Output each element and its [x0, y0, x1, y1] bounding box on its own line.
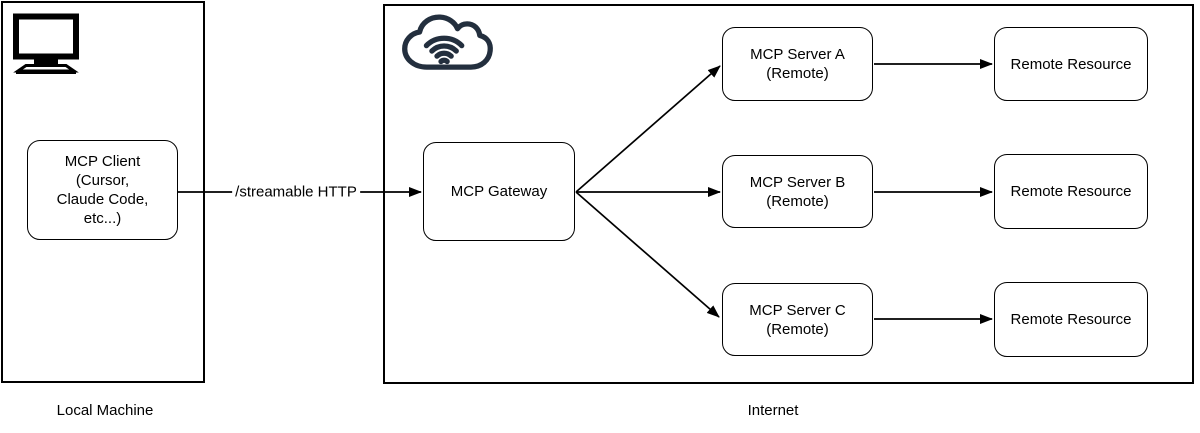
node-mcp-server-a: MCP Server A (Remote)	[722, 27, 873, 101]
node-mcp-client: MCP Client (Cursor, Claude Code, etc...)	[27, 140, 178, 240]
internet-caption: Internet	[747, 402, 799, 419]
local-machine-caption: Local Machine	[56, 402, 154, 419]
node-mcp-gateway: MCP Gateway	[423, 142, 575, 241]
node-remote-resource-c: Remote Resource	[994, 282, 1148, 357]
desktop-computer-icon	[13, 13, 79, 75]
node-mcp-server-c: MCP Server C (Remote)	[722, 283, 873, 356]
edge-label-streamable-http: /streamable HTTP	[232, 183, 360, 201]
cloud-wifi-icon	[402, 14, 493, 70]
node-remote-resource-b: Remote Resource	[994, 154, 1148, 229]
node-remote-resource-a: Remote Resource	[994, 27, 1148, 101]
node-mcp-server-b: MCP Server B (Remote)	[722, 155, 873, 228]
internet-container	[383, 4, 1194, 384]
